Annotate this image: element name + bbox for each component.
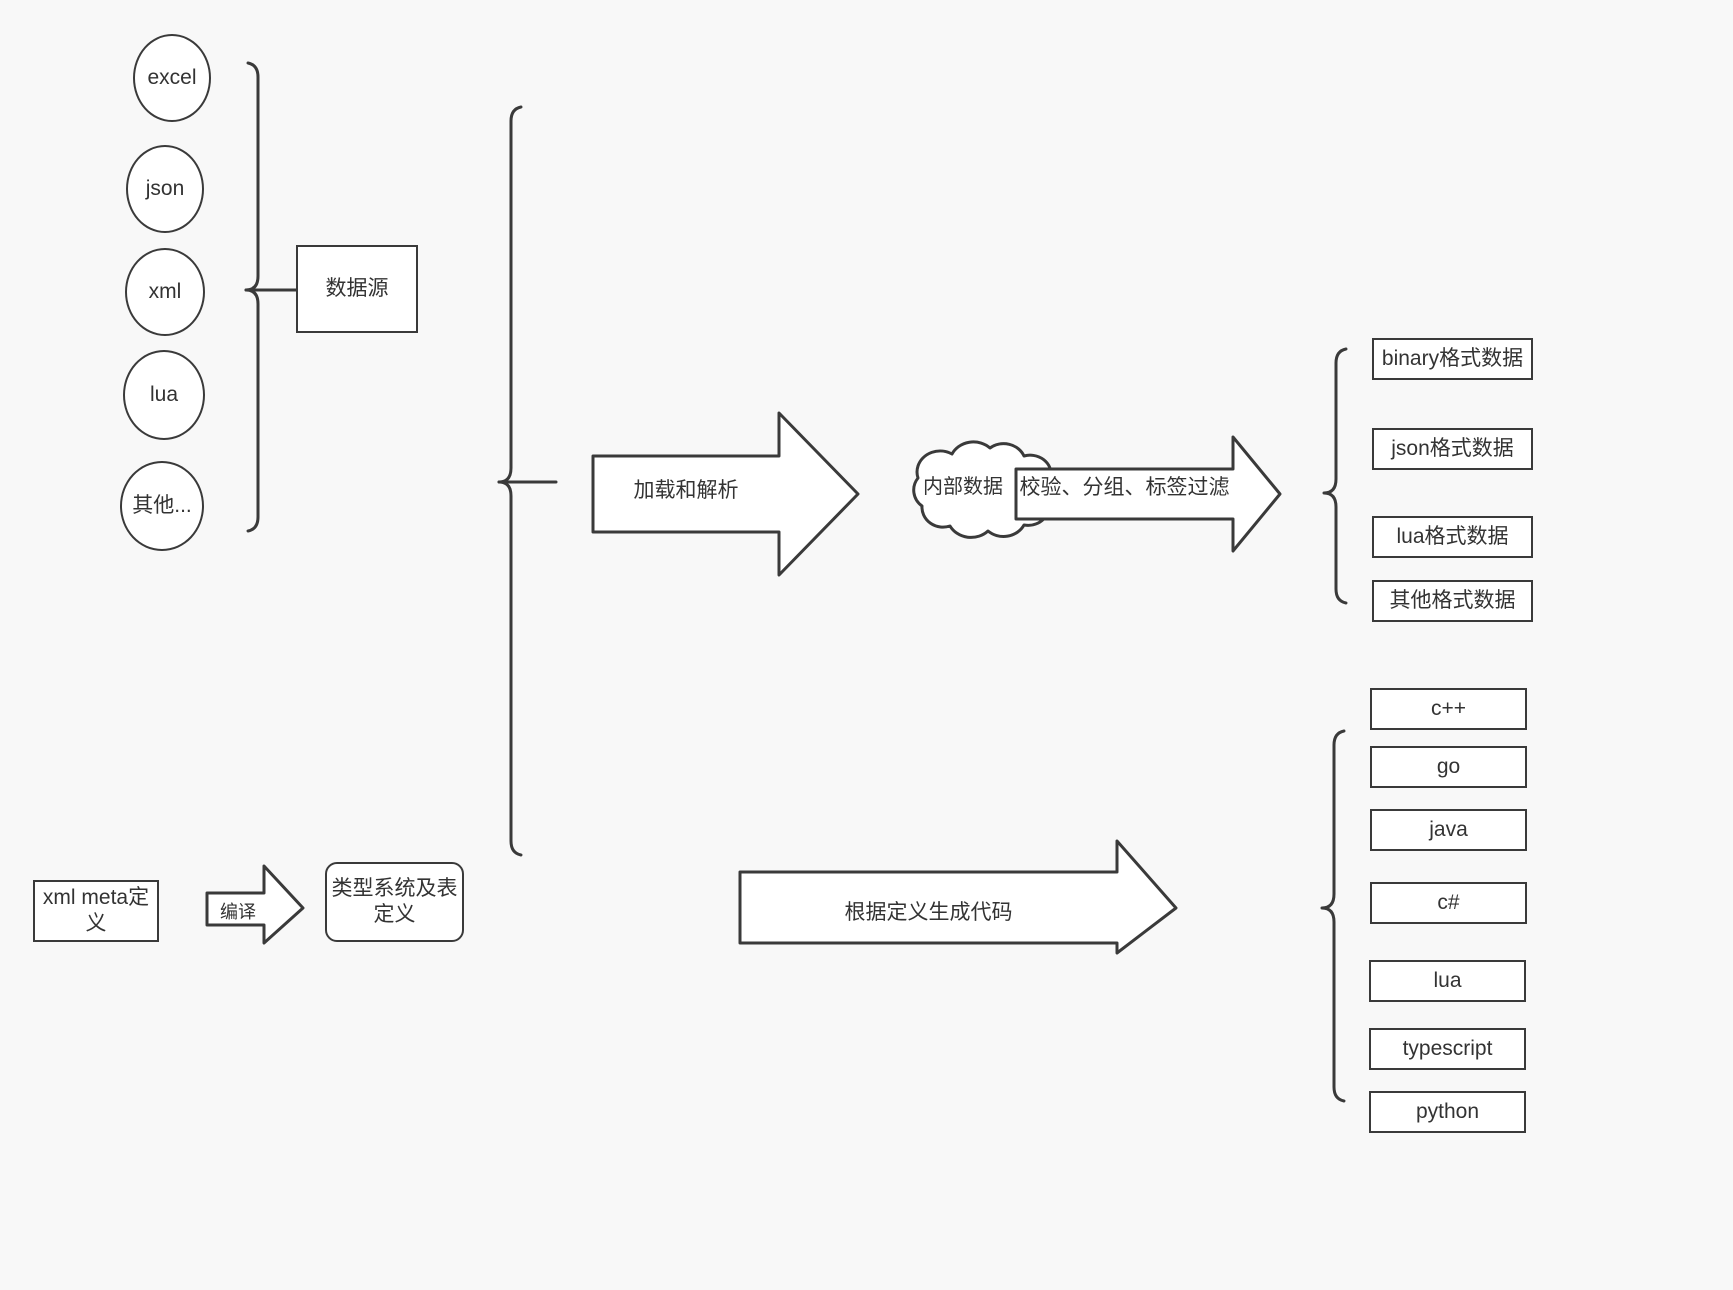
output-language-python-box[interactable]: python xyxy=(1369,1091,1526,1133)
output-format-label: lua格式数据 xyxy=(1396,524,1509,548)
output-format-label: 其他格式数据 xyxy=(1389,588,1516,612)
pipeline-brace xyxy=(497,105,523,857)
source-node-other[interactable]: 其他... xyxy=(120,461,204,551)
xml-meta-definition-label: xml meta定义 xyxy=(42,885,150,935)
output-language-label: lua xyxy=(1433,968,1462,992)
internal-data-cloud-label: 内部数据 xyxy=(923,476,1003,498)
output-language-label: java xyxy=(1429,817,1468,841)
output-language-label: c# xyxy=(1437,890,1460,914)
output-format-other-box[interactable]: 其他格式数据 xyxy=(1372,580,1533,622)
data-source-label: 数据源 xyxy=(325,276,389,300)
xml-meta-definition-box[interactable]: xml meta定义 xyxy=(33,880,159,942)
output-format-label: binary格式数据 xyxy=(1381,346,1524,370)
output-language-typescript-box[interactable]: typescript xyxy=(1369,1028,1526,1070)
source-node-label: 其他... xyxy=(132,493,192,517)
output-language-cpp-box[interactable]: c++ xyxy=(1370,688,1527,730)
type-system-box[interactable]: 类型系统及表定义 xyxy=(325,862,464,942)
output-formats-brace xyxy=(1322,347,1348,605)
source-node-label: xml xyxy=(148,279,182,303)
source-node-lua[interactable]: lua xyxy=(123,350,205,440)
output-language-java-box[interactable]: java xyxy=(1370,809,1527,851)
data-source-box[interactable]: 数据源 xyxy=(296,245,418,333)
compile-arrow-label: 编译 xyxy=(220,902,256,922)
load-parse-arrow-label: 加载和解析 xyxy=(633,479,739,502)
source-node-xml[interactable]: xml xyxy=(125,248,205,336)
output-languages-brace xyxy=(1320,729,1346,1103)
source-node-label: json xyxy=(145,176,185,200)
output-language-label: typescript xyxy=(1402,1036,1493,1060)
output-language-label: c++ xyxy=(1430,696,1467,720)
output-format-lua-box[interactable]: lua格式数据 xyxy=(1372,516,1533,558)
type-system-label: 类型系统及表定义 xyxy=(331,876,458,926)
validate-filter-arrow-label: 校验、分组、标签过滤 xyxy=(1019,476,1230,499)
sources-brace xyxy=(244,61,260,533)
source-node-label: excel xyxy=(147,65,197,89)
output-language-lua-box[interactable]: lua xyxy=(1369,960,1526,1002)
output-format-label: json格式数据 xyxy=(1391,436,1514,460)
source-node-json[interactable]: json xyxy=(126,145,204,233)
output-format-json-box[interactable]: json格式数据 xyxy=(1372,428,1533,470)
output-language-label: go xyxy=(1436,754,1461,778)
codegen-arrow-label: 根据定义生成代码 xyxy=(844,901,1013,924)
output-format-binary-box[interactable]: binary格式数据 xyxy=(1372,338,1533,380)
source-node-excel[interactable]: excel xyxy=(133,34,211,122)
output-language-csharp-box[interactable]: c# xyxy=(1370,882,1527,924)
output-language-label: python xyxy=(1415,1099,1480,1123)
source-node-label: lua xyxy=(149,382,179,406)
output-language-go-box[interactable]: go xyxy=(1370,746,1527,788)
